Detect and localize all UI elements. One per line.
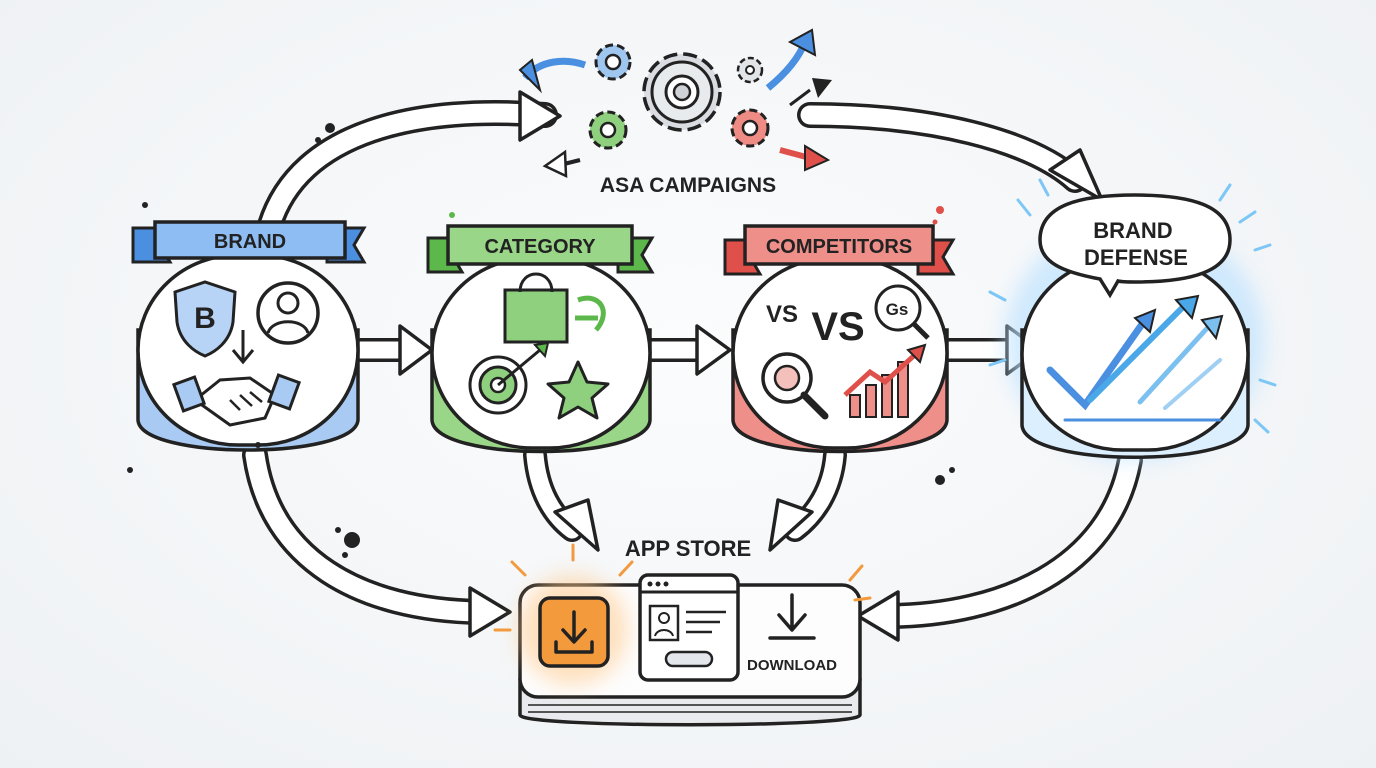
vs-small-icon: VS <box>766 301 798 328</box>
star-icon <box>546 360 610 420</box>
target-icon <box>468 341 550 415</box>
app-store-node: APP STORE DOWNLOAD <box>493 536 872 727</box>
trend-arrows-icon <box>1046 294 1224 422</box>
stage-label-brand-defense: BRAND DEFENSE <box>1084 218 1188 270</box>
download-label: DOWNLOAD <box>747 657 837 674</box>
stage-category: CATEGORY <box>426 224 655 454</box>
app-store-label: APP STORE <box>625 536 751 561</box>
download-app-button[interactable] <box>538 596 610 668</box>
user-icon <box>256 281 320 345</box>
stage-brand: B BRAND <box>131 220 367 452</box>
handshake-icon <box>171 373 302 427</box>
ink-splashes <box>127 123 955 558</box>
stage-label-brand: BRAND <box>214 231 286 253</box>
download-tray-icon <box>768 593 816 640</box>
search-icon <box>761 352 829 420</box>
shield-icon: B <box>173 280 237 358</box>
arrow-down-icon <box>231 330 255 365</box>
stage-competitors: VS VS Gs COMPETITORS <box>723 224 956 454</box>
asa-campaigns-label: ASA CAMPAIGNS <box>600 174 776 197</box>
stage-label-category: CATEGORY <box>484 236 596 258</box>
gs-label: Gs <box>886 300 909 319</box>
asa-campaigns-node: ASA CAMPAIGNS <box>518 28 832 197</box>
gears-icon <box>518 28 832 179</box>
vs-large-icon: VS <box>811 305 864 349</box>
gs-search-icon: Gs <box>874 284 930 340</box>
growth-chart-icon <box>843 343 927 418</box>
flow-arrows <box>242 90 1143 642</box>
app-page-icon <box>638 573 740 682</box>
download-icon <box>554 610 594 654</box>
shopping-bag-icon <box>503 272 569 344</box>
stage-brand-defense: BRAND DEFENSE <box>988 178 1277 460</box>
brand-badge-letter: B <box>194 302 216 335</box>
stage-label-competitors: COMPETITORS <box>766 236 912 258</box>
download-link[interactable]: DOWNLOAD <box>747 593 837 674</box>
